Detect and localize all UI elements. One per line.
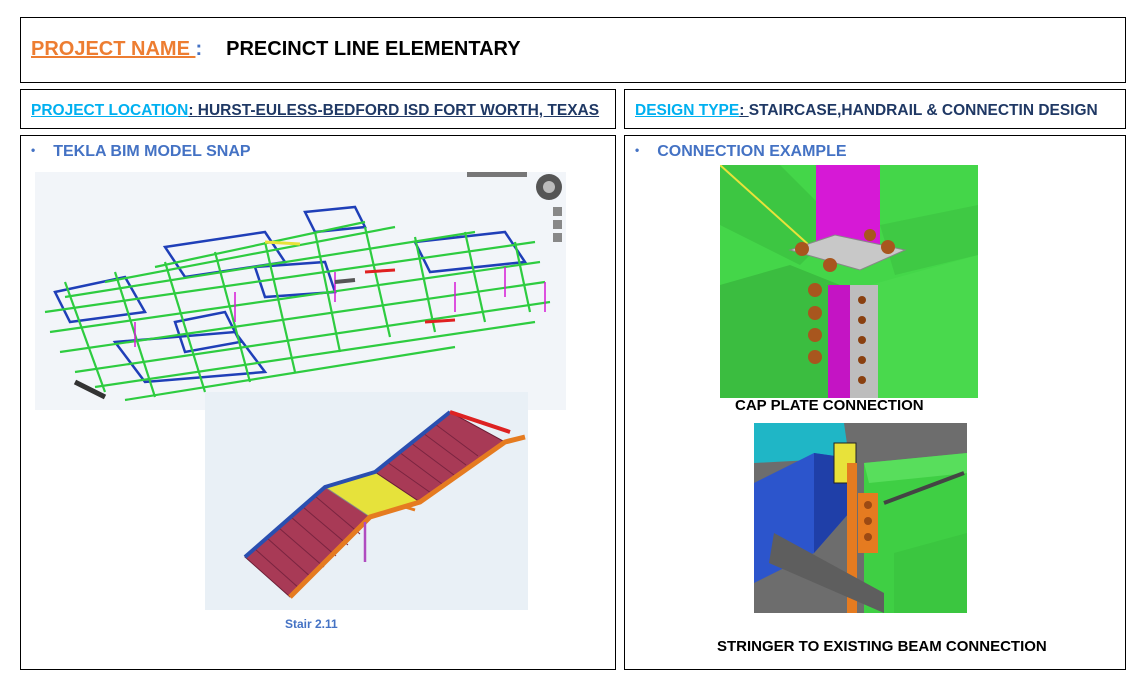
cap-plate-image xyxy=(720,165,978,398)
stringer-connection-caption: STRINGER TO EXISTING BEAM CONNECTION xyxy=(717,638,1047,655)
stair-caption: Stair 2.11 xyxy=(285,617,338,631)
project-name-value: PRECINCT LINE ELEMENTARY xyxy=(226,38,521,60)
project-location-box: PROJECT LOCATION: HURST-EULESS-BEDFORD I… xyxy=(20,89,616,129)
design-type-colon: : xyxy=(739,102,749,119)
connection-heading: • CONNECTION EXAMPLE xyxy=(635,143,847,161)
bullet-dot: • xyxy=(635,143,640,157)
project-location-value-colon: : xyxy=(188,102,198,119)
title-row: PROJECT NAME : PRECINCT LINE ELEMENTARY xyxy=(31,38,521,61)
project-location-label: PROJECT LOCATION xyxy=(31,102,189,119)
project-location-row: PROJECT LOCATION: HURST-EULESS-BEDFORD I… xyxy=(31,102,599,120)
connection-panel: • CONNECTION EXAMPLE xyxy=(624,135,1126,670)
title-colon: : xyxy=(195,38,203,60)
bim-model-panel: • TEKLA BIM MODEL SNAP xyxy=(20,135,616,670)
bim-model-image xyxy=(35,172,566,410)
title-box: PROJECT NAME : PRECINCT LINE ELEMENTARY xyxy=(20,17,1126,83)
design-type-box: DESIGN TYPE: STAIRCASE,HANDRAIL & CONNEC… xyxy=(624,89,1126,129)
project-name-label: PROJECT NAME xyxy=(31,38,196,60)
bim-model-heading-text: TEKLA BIM MODEL SNAP xyxy=(53,143,251,160)
bim-model-heading: • TEKLA BIM MODEL SNAP xyxy=(31,143,251,161)
design-type-row: DESIGN TYPE: STAIRCASE,HANDRAIL & CONNEC… xyxy=(635,102,1098,120)
design-type-label: DESIGN TYPE xyxy=(635,102,740,119)
stair-image xyxy=(205,392,528,610)
project-location-value: HURST-EULESS-BEDFORD ISD FORT WORTH, TEX… xyxy=(197,102,600,119)
design-type-value: STAIRCASE,HANDRAIL & CONNECTIN DESIGN xyxy=(748,102,1098,119)
stringer-connection-drawing xyxy=(754,423,967,613)
stair-drawing xyxy=(243,410,526,599)
bullet-dot: • xyxy=(31,143,36,157)
stringer-connection-image xyxy=(754,423,967,613)
connection-heading-text: CONNECTION EXAMPLE xyxy=(657,143,847,160)
navigation-cube-icon xyxy=(467,172,562,242)
cap-plate-caption: CAP PLATE CONNECTION xyxy=(735,397,924,414)
cap-plate-drawing xyxy=(720,165,978,398)
bim-model-drawing xyxy=(44,172,562,402)
